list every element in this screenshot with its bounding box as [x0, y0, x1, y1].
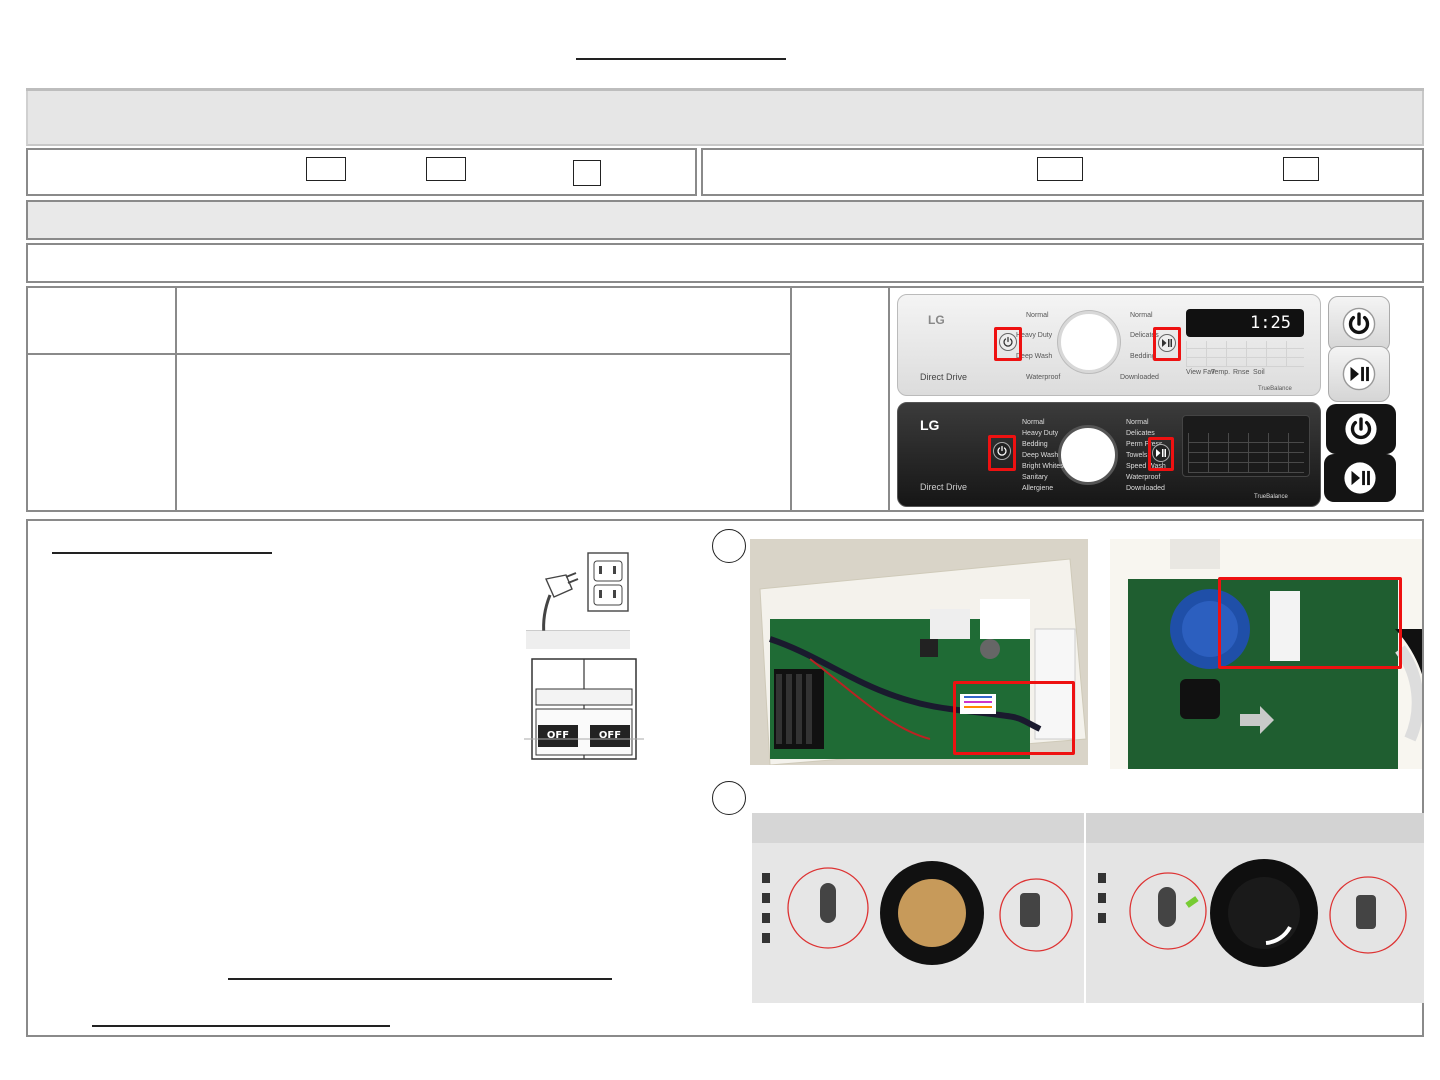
panel-dark-series: Direct Drive	[920, 482, 968, 492]
cycle-left-3: Deep Wash	[1016, 353, 1053, 360]
cycle-right-3: Bedding	[1130, 353, 1156, 360]
dark-cycle-right-4: Towels	[1126, 452, 1148, 459]
dark-cycle-left-1: Normal	[1022, 419, 1045, 426]
checkbox-1[interactable]	[306, 157, 346, 181]
connector-highlight-2	[1218, 577, 1402, 669]
cycle-right-2: Delicates	[1130, 332, 1159, 339]
footer-underline	[92, 1025, 390, 1027]
main-pcb-photo	[750, 539, 1088, 765]
panel-light-series: Direct Drive	[920, 372, 968, 382]
cycle-dial[interactable]	[1058, 311, 1120, 373]
step-marker-1	[712, 529, 746, 563]
dark-cycle-right-5: Speed Wash	[1126, 463, 1166, 470]
cycle-left-1: Normal	[1026, 312, 1049, 319]
section-white-row	[26, 243, 1424, 283]
header-band	[26, 88, 1424, 146]
cycle-right-1: Normal	[1130, 312, 1153, 319]
panel-dark-brand: LG	[920, 417, 940, 433]
instructions-section: OFF OFF	[26, 519, 1424, 1037]
time-readout: 1:25	[1250, 313, 1291, 333]
model-row-right	[701, 148, 1424, 196]
control-panel-dark: LG Direct Drive Normal Heavy Duty Beddin…	[897, 402, 1321, 507]
sub-pcb-photo	[1110, 539, 1422, 769]
breaker-label-1: OFF	[546, 730, 570, 741]
step-marker-2	[712, 781, 746, 815]
power-icon[interactable]	[999, 333, 1017, 351]
section-heading-underline	[52, 552, 272, 554]
breaker-off-illustration: OFF OFF	[524, 655, 644, 765]
control-panel-light: LG Direct Drive Normal Heavy Duty Deep W…	[897, 294, 1321, 396]
cycle-left-2: Heavy Duty	[1016, 332, 1053, 339]
cycle-left-4: Waterproof	[1026, 374, 1061, 381]
dark-cycle-right-2: Delicates	[1126, 430, 1155, 437]
power-highlight-dark	[988, 435, 1016, 471]
dark-cycle-left-2: Heavy Duty	[1022, 430, 1059, 437]
option-label-1[interactable]: View Fav	[1186, 369, 1215, 376]
dark-cycle-left-7: Allergiene	[1022, 485, 1054, 492]
power-icon[interactable]	[993, 442, 1011, 460]
info-table	[26, 286, 1424, 512]
status-display: 1:25	[1186, 309, 1304, 337]
dark-cycle-left-4: Deep Wash	[1022, 452, 1059, 459]
power-button-large-light[interactable]	[1328, 296, 1390, 352]
dark-cycle-right-6: Waterproof	[1126, 474, 1161, 481]
start-pause-highlight	[1153, 327, 1181, 361]
start-pause-button-large-light[interactable]	[1328, 346, 1390, 402]
front-cover-photo-1	[752, 813, 1084, 1003]
dark-cycle-left-3: Bedding	[1022, 441, 1048, 448]
option-grid	[1186, 341, 1304, 367]
option-label-3[interactable]: Rnse	[1233, 369, 1250, 376]
start-pause-highlight-dark	[1148, 437, 1174, 471]
cycle-dial-dark[interactable]	[1058, 425, 1118, 485]
dark-cycle-right-1: Normal	[1126, 419, 1149, 426]
front-cover-photo-2	[1086, 813, 1424, 1003]
document-title	[576, 40, 786, 58]
document-title-underline	[576, 58, 786, 60]
option-label-4[interactable]: Soil	[1253, 369, 1265, 376]
power-highlight	[994, 327, 1022, 361]
dark-cycle-left-5: Bright Whites	[1022, 463, 1064, 470]
true-balance-logo-dark: TrueBalance	[1254, 494, 1288, 500]
play-pause-icon[interactable]	[1152, 444, 1170, 462]
checkbox-5[interactable]	[1283, 157, 1319, 181]
section-gray-row	[26, 200, 1424, 240]
cycle-right-4: Downloaded	[1120, 374, 1159, 381]
checkbox-3[interactable]	[573, 160, 601, 186]
dark-cycle-right-3: Perm Press	[1126, 441, 1163, 448]
breaker-label-2: OFF	[598, 730, 622, 741]
checkbox-2[interactable]	[426, 157, 466, 181]
dark-cycle-right-7: Downloaded	[1126, 485, 1165, 492]
connector-highlight-1	[953, 681, 1075, 755]
link-underline[interactable]	[228, 978, 612, 980]
option-label-2[interactable]: Temp.	[1211, 369, 1231, 376]
outlet-unplug-illustration	[526, 549, 630, 649]
panel-light-brand: LG	[928, 313, 945, 327]
model-row-left	[26, 148, 697, 196]
start-pause-button-large-dark[interactable]	[1324, 454, 1396, 502]
power-button-large-dark[interactable]	[1326, 404, 1396, 454]
option-grid-dark	[1188, 433, 1304, 473]
play-pause-icon[interactable]	[1158, 334, 1176, 352]
checkbox-4[interactable]	[1037, 157, 1083, 181]
true-balance-logo: TrueBalance	[1258, 386, 1292, 392]
dark-cycle-left-6: Sanitary	[1022, 474, 1048, 481]
